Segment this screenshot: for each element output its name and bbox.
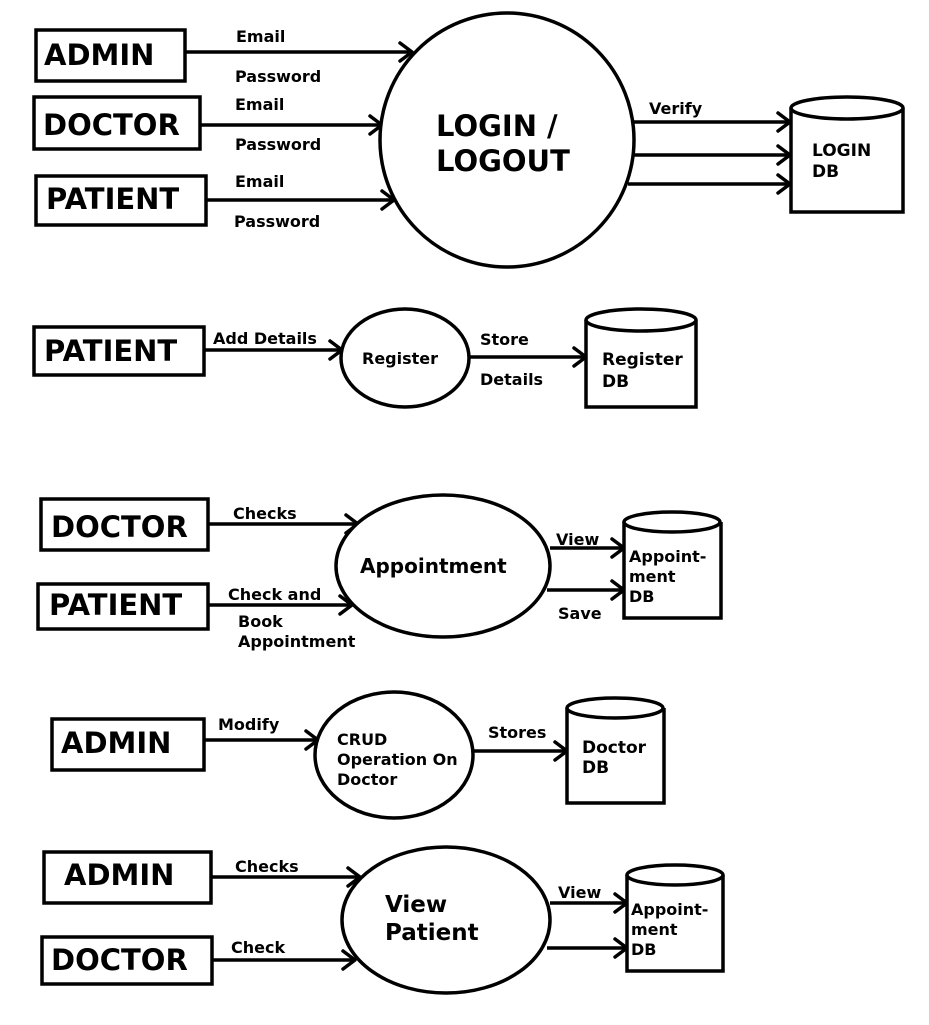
doctor-db-body	[565, 708, 666, 805]
appointment-db-line3: DB	[629, 587, 654, 606]
section-crud-doctor: ADMIN Modify CRUD Operation On Doctor St…	[50, 690, 666, 820]
appointment-db-line2: ment	[631, 920, 678, 939]
arrowhead	[341, 949, 357, 971]
label-checks: Checks	[233, 504, 297, 523]
label-details: Details	[480, 370, 543, 389]
label-checks: Checks	[235, 857, 299, 876]
entity-doctor-box	[39, 497, 210, 552]
section-appointment: DOCTOR PATIENT Checks Check and Book App…	[36, 493, 723, 651]
arrowhead	[398, 41, 414, 63]
register-db-line2: DB	[602, 372, 629, 392]
entity-admin-box	[50, 717, 206, 772]
process-login-line2: LOGOUT	[436, 144, 570, 178]
entity-admin-label: ADMIN	[64, 858, 174, 892]
label-verify: Verify	[649, 99, 703, 118]
label-check-and: Check and	[228, 585, 321, 604]
login-db-line2: DB	[812, 162, 839, 182]
entity-patient-box	[36, 582, 210, 631]
label-modify: Modify	[218, 715, 280, 734]
label-stores: Stores	[488, 723, 546, 742]
entity-patient-label: PATIENT	[46, 182, 179, 216]
label-admin-email: Email	[236, 27, 285, 46]
process-view-line1: View	[385, 892, 447, 918]
section-register: PATIENT Add Details Register Store Detai…	[32, 307, 698, 409]
label-check: Check	[231, 938, 285, 957]
login-db-line1: LOGIN	[812, 141, 871, 161]
doctor-db-line1: Doctor	[582, 738, 647, 758]
entity-admin-box	[42, 850, 213, 905]
label-save: Save	[558, 604, 602, 623]
label-store: Store	[480, 330, 529, 349]
entity-doctor-label: DOCTOR	[43, 108, 180, 142]
entity-admin-label: ADMIN	[44, 38, 154, 72]
register-db-line1: Register	[602, 350, 683, 370]
process-view-line2: Patient	[385, 920, 479, 946]
process-crud-line2: Operation On	[337, 750, 458, 769]
label-view: View	[558, 883, 601, 902]
label-patient-password: Password	[234, 212, 320, 231]
label-patient-email: Email	[235, 172, 284, 191]
appointment-db-line1: Appoint-	[629, 547, 706, 566]
register-db-body	[584, 320, 698, 409]
process-crud-line1: CRUD	[337, 730, 387, 749]
appointment-db-line3: DB	[631, 940, 656, 959]
appointment-db-line2: ment	[629, 567, 676, 586]
entity-doctor-label: DOCTOR	[51, 943, 188, 977]
doctor-db-line2: DB	[582, 758, 609, 778]
section-login: ADMIN DOCTOR PATIENT Email Password Emai…	[32, 11, 905, 269]
register-db-top	[584, 307, 698, 333]
appointment-db-top	[625, 863, 725, 887]
appointment-db-body	[622, 522, 723, 620]
label-doctor-email: Email	[235, 95, 284, 114]
process-register-label: Register	[362, 349, 438, 368]
appointment-db-body	[625, 875, 725, 973]
label-book: Book	[238, 612, 283, 631]
process-appointment	[334, 493, 552, 639]
section-view-patient: ADMIN DOCTOR Checks Check View Patient V…	[40, 845, 725, 995]
login-db-top	[789, 95, 905, 121]
label-book-appointment: Appointment	[238, 632, 356, 651]
process-login-logout	[378, 11, 636, 269]
entity-doctor-box	[32, 95, 202, 151]
label-admin-password: Password	[235, 67, 321, 86]
login-db-body	[789, 108, 905, 214]
process-login-line1: LOGIN /	[436, 109, 558, 143]
process-appointment-label: Appointment	[360, 554, 507, 578]
entity-patient-box	[34, 174, 208, 227]
entity-patient-box	[32, 325, 206, 377]
process-crud-line3: Doctor	[337, 770, 397, 789]
entity-patient-label: PATIENT	[49, 588, 182, 622]
entity-patient-label: PATIENT	[44, 334, 177, 368]
label-add-details: Add Details	[213, 329, 317, 348]
appointment-db-top	[622, 510, 722, 534]
entity-doctor-label: DOCTOR	[51, 510, 188, 544]
label-doctor-password: Password	[235, 135, 321, 154]
entity-admin-box	[34, 28, 187, 83]
label-view: View	[556, 530, 599, 549]
appointment-db-line1: Appoint-	[631, 900, 708, 919]
process-crud-doctor	[313, 690, 475, 820]
process-view-patient	[340, 845, 552, 995]
doctor-db-top	[565, 696, 665, 720]
entity-admin-label: ADMIN	[61, 726, 171, 760]
